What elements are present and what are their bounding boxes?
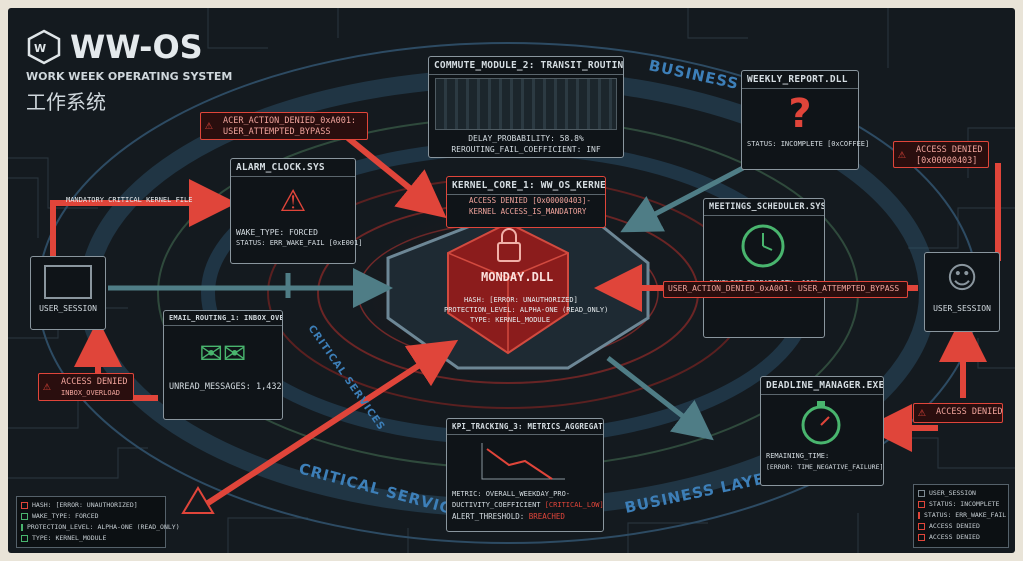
- alarm-wake-type: WAKE_TYPE: FORCED: [236, 228, 318, 237]
- weekly-status: STATUS: INCOMPLETE [0xCOFFEE]: [747, 140, 870, 148]
- brand-name: WW-OS: [70, 28, 203, 66]
- brand-subtitle: WORK WEEK OPERATING SYSTEM: [26, 70, 233, 83]
- circuit-traces: [8, 8, 1015, 553]
- kpi-breached: BREACHED: [528, 512, 565, 521]
- ww-os-diagram: BUSINESS LAYER BUSINESS LAYER CRITICAL S…: [8, 8, 1015, 553]
- logo-icon: W: [27, 29, 61, 65]
- kernel-title: KERNEL_CORE_1: WW_OS_KERNEL: [447, 177, 605, 195]
- legend-right-item: ACCESS DENIED: [918, 532, 1004, 543]
- flow-arrows: [108, 165, 745, 441]
- bypass-right-error: USER_ACTION_DENIED_0xA001: USER_ATTEMPTE…: [663, 281, 908, 298]
- kpi-coefficient-label: DUCTIVITY_COEFFICIENT: [452, 501, 545, 509]
- email-unread: UNREAD_MESSAGES: 1,432: [169, 382, 282, 392]
- deadline-title: DEADLINE_MANAGER.EXE: [761, 377, 883, 395]
- inbox-line-1: ACCESS DENIED: [61, 377, 128, 387]
- kernel-cube: [386, 221, 650, 370]
- legend-left: HASH: [ERROR: UNAUTHORIZED] WAKE_TYPE: F…: [16, 496, 180, 548]
- legend-left-item: WAKE_TYPE: FORCED: [21, 511, 161, 522]
- brand: W WW-OS WORK WEEK OPERATING SYSTEM 工作系统: [26, 28, 232, 115]
- lock-icon: [497, 228, 521, 262]
- train-icon: [435, 78, 617, 130]
- email-routing-panel: EMAIL_ROUTING_1: INBOX_OVERLOAD ✉✉ UNREA…: [163, 310, 283, 420]
- legend-right-item: STATUS: ERR_WAKE_FAIL: [918, 510, 1006, 521]
- inbox-line-2: INBOX_OVERLOAD: [61, 388, 121, 397]
- warning-icon: ⚠: [43, 378, 51, 394]
- email-title: EMAIL_ROUTING_1: INBOX_OVERLOAD: [164, 311, 282, 326]
- legend-left-item: TYPE: KERNEL_MODULE: [21, 533, 161, 544]
- legend-left-item: PROTECTION_LEVEL: ALPHA-ONE (READ_ONLY): [21, 522, 180, 533]
- right-top-denied-error: ⚠ ACCESS DENIED [0x00000403]: [893, 141, 989, 168]
- declining-chart-icon: [481, 443, 565, 480]
- user-icon: ☺: [946, 261, 978, 296]
- stopwatch-icon: [801, 401, 841, 445]
- kpi-metric: METRIC: OVERALL_WEEKDAY_PRO-: [452, 490, 571, 498]
- alarm-title: ALARM_CLOCK.SYS: [231, 159, 355, 177]
- bypass-right-text: USER_ACTION_DENIED_0xA001: USER_ATTEMPTE…: [668, 284, 900, 293]
- acer-line-2: USER_ATTEMPTED_BYPASS: [223, 126, 331, 137]
- weekly-report-panel: WEEKLY_REPORT.DLL ? STATUS: INCOMPLETE […: [741, 70, 870, 170]
- weekly-title: WEEKLY_REPORT.DLL: [742, 71, 858, 89]
- warning-icon: ⚠: [898, 146, 906, 162]
- right-bottom-text: ACCESS DENIED: [936, 407, 1003, 417]
- right-top-line-1: ACCESS DENIED: [916, 145, 983, 155]
- alarm-status: STATUS: ERR_WAKE_FAIL [0xE001]: [236, 239, 363, 247]
- alarm-clock-panel: ALARM_CLOCK.SYS ⚠ WAKE_TYPE: FORCED STAT…: [230, 158, 363, 264]
- kpi-tracking-panel: KPI_TRACKING_3: METRICS_AGGREGATION METR…: [446, 418, 604, 532]
- legend-right: USER_SESSION STATUS: INCOMPLETE STATUS: …: [913, 484, 1009, 548]
- deadline-manager-panel: DEADLINE_MANAGER.EXE REMAINING_TIME: [ER…: [760, 376, 884, 486]
- warning-icon: [181, 486, 215, 514]
- kernel-protection: PROTECTION_LEVEL: ALPHA-ONE (READ_ONLY): [444, 306, 609, 314]
- commute-rerouting: REROUTING_FAIL_COEFFICIENT: INF: [451, 145, 601, 154]
- user-session-left-label: USER_SESSION: [39, 304, 97, 313]
- window-icon: [44, 265, 92, 299]
- clock-icon: [741, 224, 785, 268]
- meetings-scheduler-panel: MEETINGS_SCHEDULER.SYS CONFLICT_PROBABIL…: [703, 198, 827, 338]
- legend-right-item: STATUS: INCOMPLETE: [918, 499, 1004, 510]
- warning-icon: ⚠: [918, 404, 926, 420]
- user-session-right-label: USER_SESSION: [933, 304, 991, 313]
- user-session-left[interactable]: USER_SESSION: [30, 256, 106, 330]
- kpi-alert: ALERT_THRESHOLD: BREACHED: [447, 511, 603, 522]
- brand-cn: 工作系统: [26, 90, 106, 114]
- svg-text:W: W: [34, 42, 46, 55]
- legend-right-item: USER_SESSION: [918, 488, 1004, 499]
- meetings-title: MEETINGS_SCHEDULER.SYS: [704, 199, 824, 216]
- bell-icon: ⚠: [279, 184, 307, 219]
- right-bottom-denied-error: ⚠ ACCESS DENIED: [913, 403, 1003, 423]
- legend-left-item: HASH: [ERROR: UNAUTHORIZED]: [21, 500, 161, 511]
- right-top-line-2: [0x00000403]: [916, 155, 978, 166]
- kernel-type: TYPE: KERNEL_MODULE: [470, 316, 551, 324]
- kpi-critical-low: [CRITICAL_LOW]: [544, 501, 604, 509]
- kernel-hash: HASH: [ERROR: UNAUTHORIZED]: [464, 296, 578, 304]
- kernel-denied-2: KERNEL ACCESS_IS_MANDATORY: [469, 207, 587, 216]
- user-session-right[interactable]: ☺ USER_SESSION: [924, 252, 1000, 332]
- mandatory-kernel-label: MANDATORY CRITICAL KERNEL FILE: [66, 196, 193, 204]
- question-icon: ?: [788, 91, 812, 137]
- kpi-title: KPI_TRACKING_3: METRICS_AGGREGATION: [447, 419, 603, 435]
- commute-module-panel: COMMUTE_MODULE_2: TRANSIT_ROUTING DELAY_…: [428, 56, 624, 158]
- commute-title: COMMUTE_MODULE_2: TRANSIT_ROUTING: [429, 57, 623, 75]
- kpi-alert-label: ALERT_THRESHOLD:: [452, 512, 529, 521]
- kpi-coefficient: DUCTIVITY_COEFFICIENT [CRITICAL_LOW]: [447, 500, 604, 511]
- inbox-denied-error: ⚠ ACCESS DENIED INBOX_OVERLOAD: [38, 373, 134, 401]
- deadline-error: [ERROR: TIME_NEGATIVE_FAILURE]: [766, 463, 884, 471]
- legend-right-item: ACCESS DENIED: [918, 521, 1004, 532]
- kernel-denied-1: ACCESS DENIED [0x00000403]-: [469, 196, 591, 205]
- acer-denied-error: ⚠ ACER_ACTION_DENIED_0xA001: USER_ATTEMP…: [200, 112, 368, 140]
- monday-dll-label: MONDAY.DLL: [481, 270, 554, 284]
- deadline-remaining: REMAINING_TIME:: [766, 452, 830, 460]
- envelope-icon: ✉✉: [199, 337, 247, 370]
- warning-icon: ⚠: [205, 117, 213, 133]
- commute-delay: DELAY_PROBABILITY: 58.8%: [468, 134, 584, 143]
- acer-line-1: ACER_ACTION_DENIED_0xA001:: [223, 116, 357, 126]
- kernel-panel: KERNEL_CORE_1: WW_OS_KERNEL ACCESS DENIE…: [446, 176, 606, 228]
